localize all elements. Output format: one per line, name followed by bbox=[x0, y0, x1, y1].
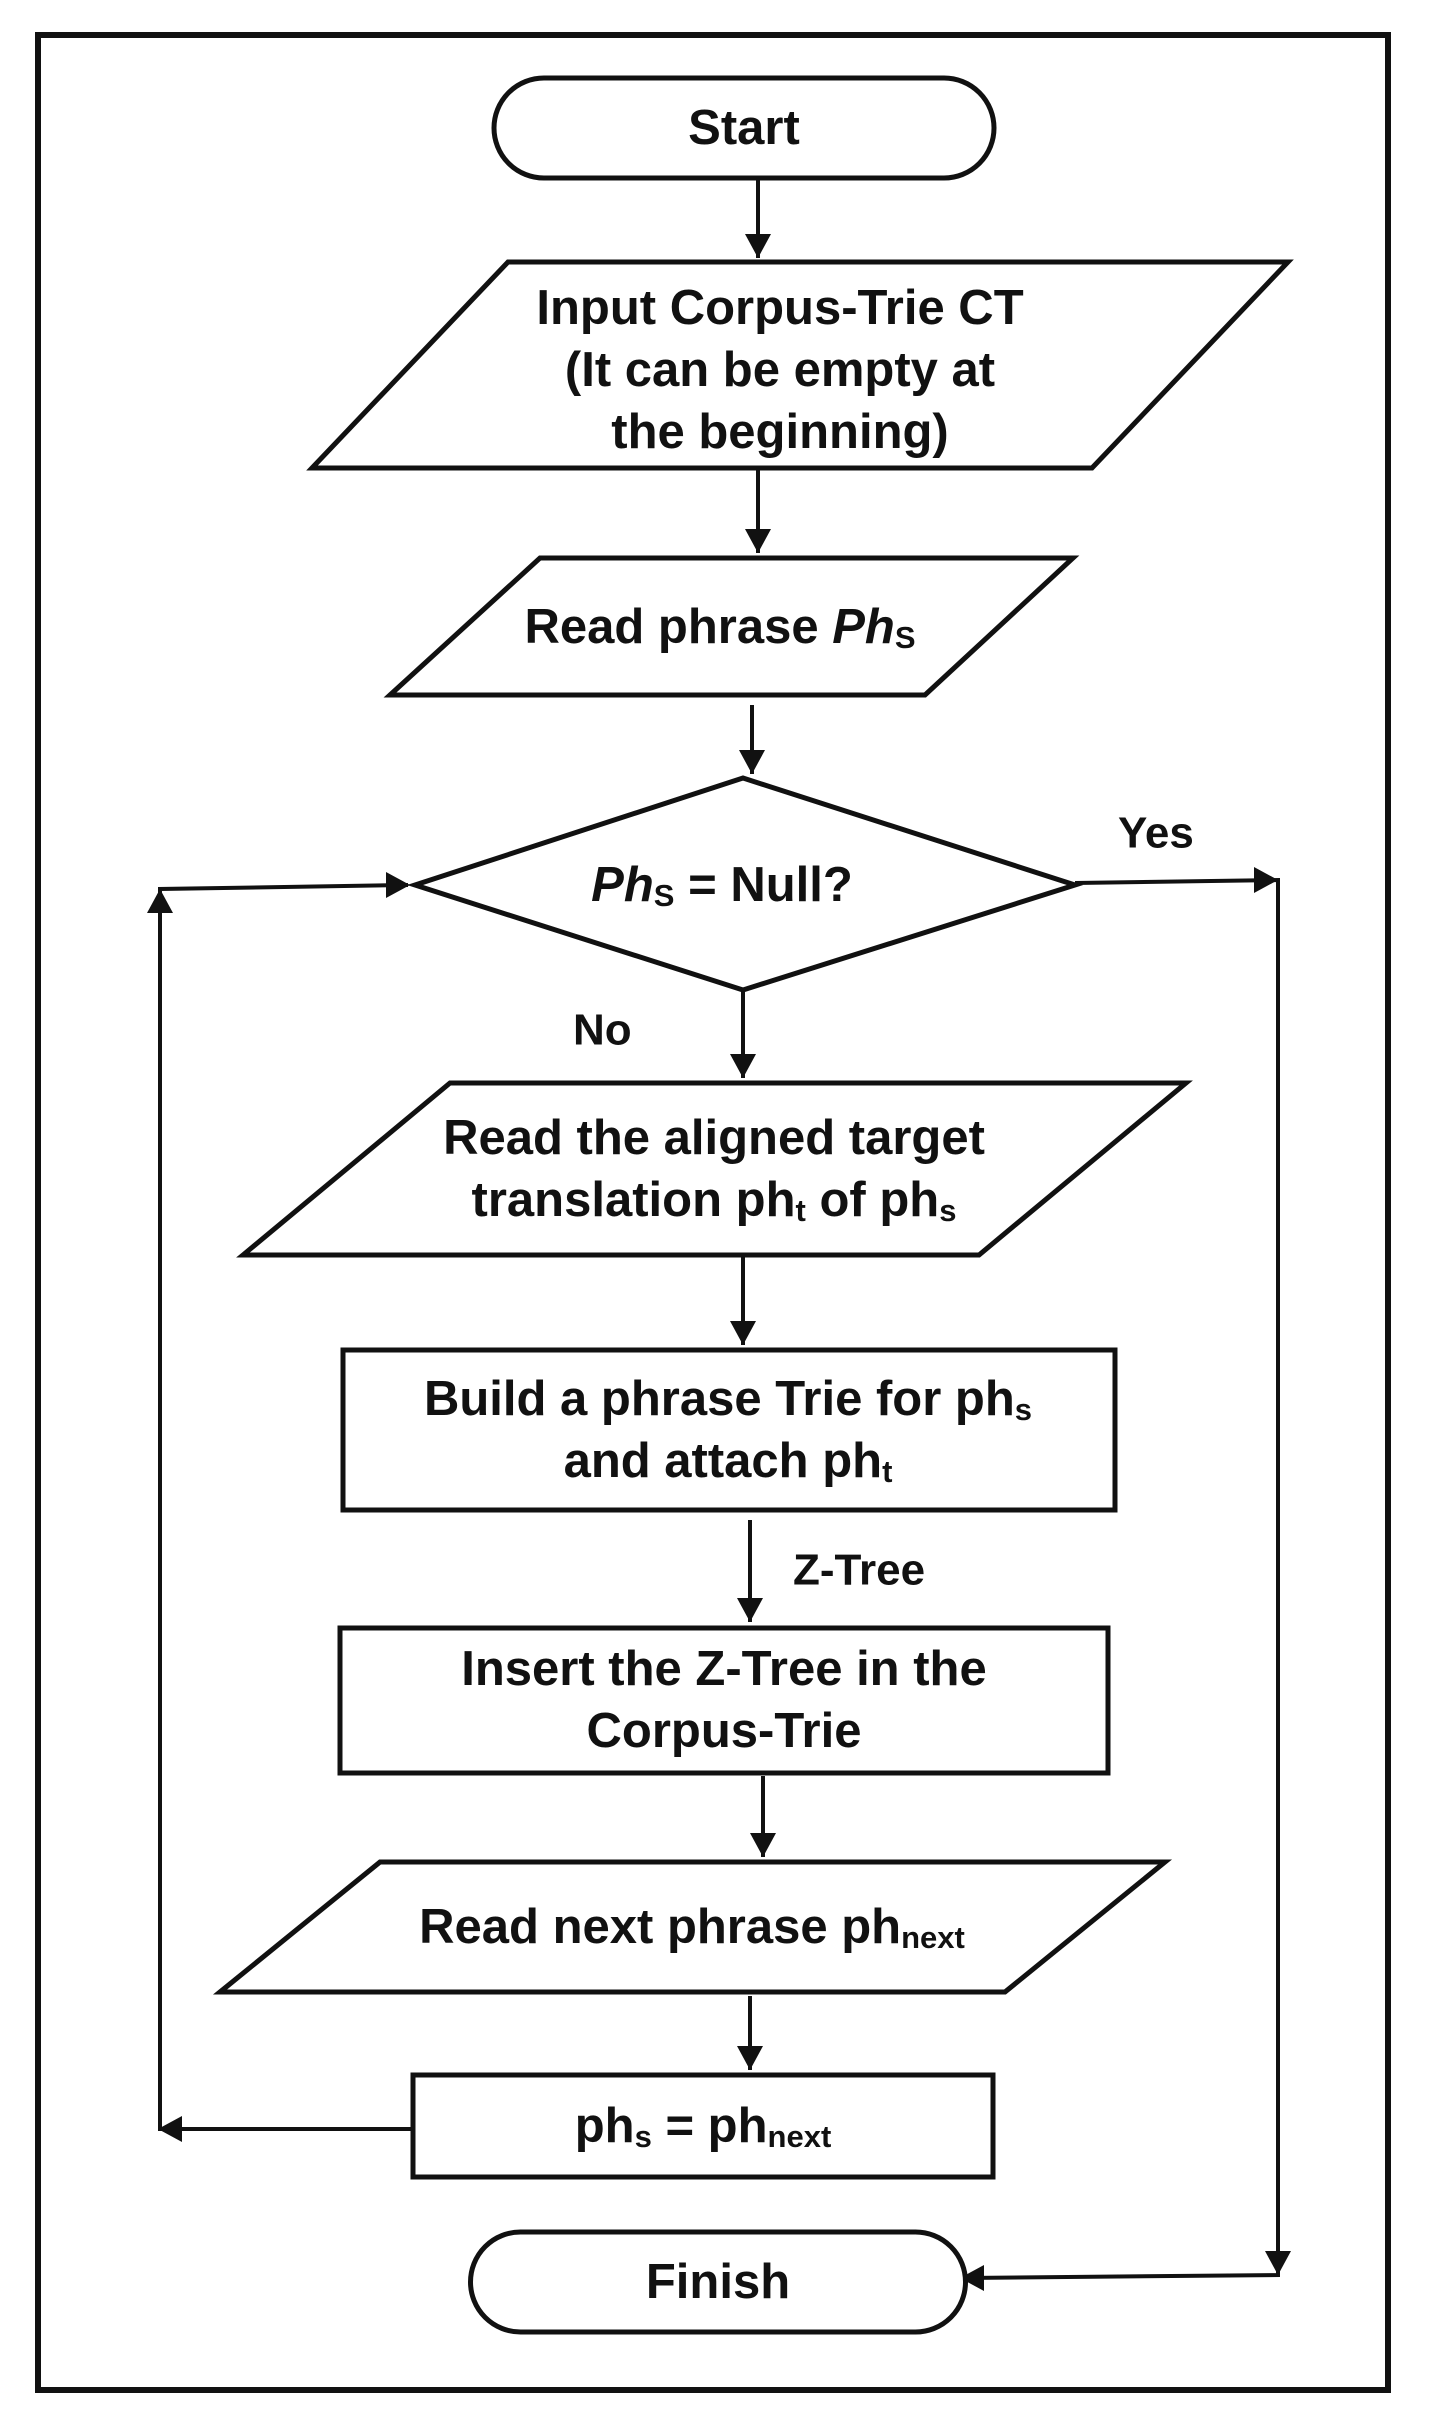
text-segment: the beginning) bbox=[611, 405, 949, 459]
node-text-line: Corpus-Trie bbox=[587, 1704, 862, 1758]
process-box bbox=[410, 2072, 996, 2180]
arrowhead bbox=[1254, 867, 1278, 893]
arrowhead bbox=[750, 1833, 776, 1857]
node-text-line: the beginning) bbox=[611, 405, 949, 459]
edge-build_trie-to-insert_tree bbox=[737, 1520, 763, 1622]
edges-layer bbox=[147, 180, 1291, 2291]
edge-label-no: No bbox=[573, 1006, 632, 1055]
text-segment: Input Corpus-Trie CT bbox=[536, 281, 1023, 335]
node-text-line: Read the aligned target bbox=[443, 1111, 985, 1165]
text-segment: = Null? bbox=[674, 858, 852, 912]
arrowhead bbox=[158, 2116, 182, 2142]
text-segment: (It can be empty at bbox=[565, 343, 995, 397]
node-read-phrase: Read phrase PhS bbox=[383, 555, 1080, 698]
subscript-text: S bbox=[654, 878, 675, 913]
arrowhead bbox=[730, 1321, 756, 1345]
edge-label-yes: Yes bbox=[1118, 809, 1194, 858]
node-read-next: Read next phrase phnext bbox=[212, 1859, 1173, 1995]
node-input-ct: Input Corpus-Trie CT (It can be empty at t… bbox=[306, 259, 1294, 471]
io-parallelogram bbox=[383, 555, 1080, 698]
diagram-frame bbox=[35, 32, 1391, 2393]
decision-diamond bbox=[406, 775, 1084, 993]
node-text-line: phs = phnext bbox=[575, 2099, 832, 2154]
text-segment: of ph bbox=[806, 1173, 939, 1227]
node-finish: Finish bbox=[468, 2229, 968, 2335]
edge-read_aligned-to-build_trie bbox=[730, 1257, 756, 1345]
connector-line bbox=[158, 883, 413, 2131]
arrowhead bbox=[745, 234, 771, 258]
arrowhead bbox=[960, 2265, 984, 2291]
text-segment: Start bbox=[688, 101, 800, 155]
subscript-text: t bbox=[882, 1454, 892, 1489]
connector-line bbox=[964, 877, 1280, 2280]
text-segment: translation ph bbox=[472, 1173, 796, 1227]
edge-label-z-tree: Z-Tree bbox=[793, 1546, 925, 1595]
node-text-line: and attach pht bbox=[564, 1434, 893, 1489]
process-box bbox=[337, 1625, 1111, 1776]
subscript-text: t bbox=[796, 1193, 806, 1228]
text-segment: ph bbox=[575, 2099, 635, 2153]
text-segment: Read the aligned target bbox=[443, 1111, 985, 1165]
edge-read_phrase-to-null_check bbox=[739, 705, 765, 774]
subscript-text: next bbox=[901, 1920, 965, 1955]
process-box bbox=[340, 1347, 1118, 1513]
text-segment: Corpus-Trie bbox=[587, 1704, 862, 1758]
text-segment: Finish bbox=[646, 2255, 790, 2309]
subscript-text: s bbox=[1015, 1392, 1032, 1427]
text-segment: Ph bbox=[832, 600, 895, 654]
terminator-shape bbox=[491, 75, 997, 181]
edge-insert_tree-to-read_next bbox=[750, 1776, 776, 1857]
edge-start-to-input_ct bbox=[745, 180, 771, 258]
io-parallelogram bbox=[212, 1859, 1173, 1995]
text-segment: = ph bbox=[652, 2099, 768, 2153]
io-parallelogram bbox=[236, 1080, 1193, 1258]
node-text-line: Input Corpus-Trie CT bbox=[536, 281, 1023, 335]
arrowhead bbox=[739, 750, 765, 774]
arrowhead bbox=[1265, 2251, 1291, 2275]
subscript-text: S bbox=[895, 620, 916, 655]
text-segment: Ph bbox=[591, 858, 654, 912]
node-text-line: Finish bbox=[646, 2255, 790, 2309]
node-text-line: Read phrase PhS bbox=[524, 600, 915, 655]
edge-assign-to-null_check bbox=[147, 872, 413, 2142]
node-build-trie: Build a phrase Trie for phs and attach ph… bbox=[340, 1347, 1118, 1513]
subscript-text: s bbox=[939, 1193, 956, 1228]
edge-input_ct-to-read_phrase bbox=[745, 470, 771, 553]
node-start: Start bbox=[491, 75, 997, 181]
io-parallelogram bbox=[306, 259, 1294, 471]
node-text-line: translation pht of phs bbox=[472, 1173, 957, 1228]
node-text-line: Insert the Z-Tree in the bbox=[461, 1642, 986, 1696]
edge-null_check-to-finish bbox=[960, 867, 1291, 2291]
terminator-shape bbox=[468, 2229, 968, 2335]
subscript-text: s bbox=[635, 2119, 652, 2154]
text-segment: Read phrase bbox=[524, 600, 832, 654]
arrowhead bbox=[730, 1054, 756, 1078]
arrowhead bbox=[745, 529, 771, 553]
arrowhead bbox=[737, 1598, 763, 1622]
text-segment: and attach ph bbox=[564, 1434, 883, 1488]
arrowhead bbox=[147, 889, 173, 913]
node-text-line: Start bbox=[688, 101, 800, 155]
arrowhead bbox=[386, 872, 410, 898]
node-text-line: PhS = Null? bbox=[591, 858, 853, 913]
node-text-line: Build a phrase Trie for phs bbox=[424, 1372, 1032, 1427]
text-segment: Insert the Z-Tree in the bbox=[461, 1642, 986, 1696]
node-read-aligned: Read the aligned target translation pht o… bbox=[236, 1080, 1193, 1258]
subscript-text: next bbox=[768, 2119, 832, 2154]
text-segment: Read next phrase ph bbox=[419, 1900, 901, 1954]
node-null-check: PhS = Null? bbox=[406, 775, 1084, 993]
text-segment: Build a phrase Trie for ph bbox=[424, 1372, 1015, 1426]
node-text-line: (It can be empty at bbox=[565, 343, 995, 397]
node-text-line: Read next phrase phnext bbox=[419, 1900, 965, 1955]
edge-null_check-to-read_aligned bbox=[730, 990, 756, 1078]
node-assign: phs = phnext bbox=[410, 2072, 996, 2180]
arrowhead bbox=[737, 2046, 763, 2070]
edge-read_next-to-assign bbox=[737, 1996, 763, 2070]
